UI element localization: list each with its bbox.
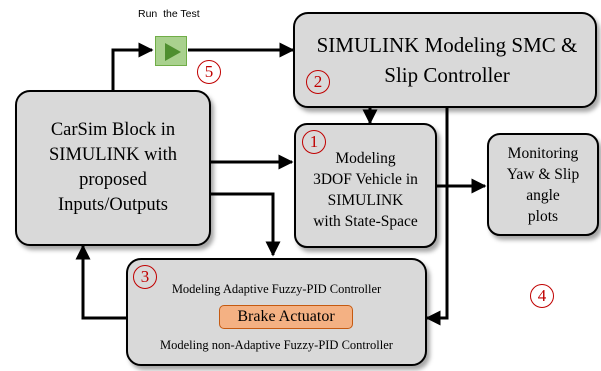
carsim-block-box[interactable]: CarSim Block in SIMULINK with proposed I… xyxy=(15,90,211,246)
step-number-4: 4 xyxy=(530,284,554,308)
arrow-carsim-to-controller xyxy=(210,192,281,257)
step-number-3: 3 xyxy=(133,265,157,289)
arrow-controller-to-carsim xyxy=(75,244,126,320)
arrow-smc-to-controller xyxy=(425,108,449,326)
vehicle-model-label: Modeling 3DOF Vehicle in SIMULINK with S… xyxy=(313,149,418,230)
step-number-2: 2 xyxy=(306,70,330,94)
step-number-5: 5 xyxy=(197,60,221,84)
step-number-1: 1 xyxy=(302,130,326,154)
nonadaptive-controller-label: Modeling non-Adaptive Fuzzy-PID Controll… xyxy=(160,338,393,352)
arrow-carsim-to-run xyxy=(111,42,154,90)
monitoring-box[interactable]: Monitoring Yaw & Slip angle plots xyxy=(487,133,599,236)
simulink-smc-box[interactable]: SIMULINK Modeling SMC & Slip Controller xyxy=(293,12,597,108)
brake-actuator-label: Brake Actuator xyxy=(237,308,335,325)
play-icon xyxy=(165,43,181,61)
simulink-smc-label: SIMULINK Modeling SMC & Slip Controller xyxy=(316,33,578,87)
carsim-block-label: CarSim Block in SIMULINK with proposed I… xyxy=(49,120,177,215)
adaptive-controller-label: Modeling Adaptive Fuzzy-PID Controller xyxy=(171,282,382,296)
run-test-button[interactable] xyxy=(155,36,187,66)
monitoring-label: Monitoring Yaw & Slip angle plots xyxy=(506,144,580,225)
run-test-label: Run the Test xyxy=(138,8,200,20)
brake-actuator-box[interactable]: Brake Actuator xyxy=(219,305,353,329)
